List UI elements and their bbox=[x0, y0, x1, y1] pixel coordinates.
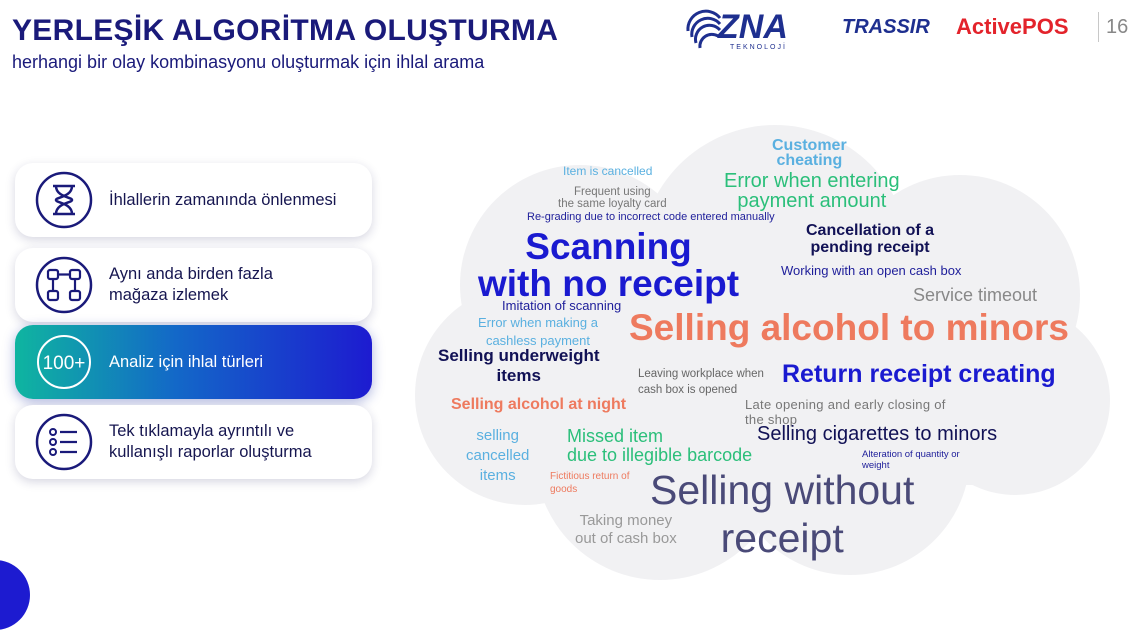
cloud-word: Scanning with no receipt bbox=[478, 226, 740, 304]
cloud-word: Missed item due to illegible barcode bbox=[567, 426, 753, 465]
cloud-word: Return receipt creating bbox=[782, 360, 1056, 388]
feature-label: İhlallerin zamanında önlenmesi bbox=[109, 190, 337, 209]
cloud-word: Alteration of quantity or weight bbox=[862, 449, 960, 471]
cloud-word: Error when making a cashless payment bbox=[478, 315, 598, 348]
cloud-word: Cancellation of a pending receipt bbox=[806, 222, 935, 256]
cloud-word: Taking money out of cash box bbox=[575, 512, 677, 547]
cloud-word: Fictitious return of goods bbox=[550, 471, 630, 495]
cloud-word: Error when entering payment amount bbox=[724, 170, 900, 212]
cloud-word: Item is cancelled bbox=[563, 164, 653, 178]
cloud-word: Selling alcohol to minors bbox=[629, 307, 1069, 348]
network-icon bbox=[35, 256, 93, 314]
100-plus-icon: 100+ bbox=[35, 333, 93, 391]
cloud-word: Re-grading due to incorrect code entered… bbox=[527, 211, 775, 223]
cloud-word: Selling without receipt bbox=[650, 467, 915, 561]
cloud-word: Customer cheating bbox=[772, 137, 847, 169]
cloud-word: Selling cigarettes to minors bbox=[757, 423, 998, 445]
feature-card-prevention: İhlallerin zamanında önlenmesi bbox=[15, 163, 372, 237]
zna-logo-icon bbox=[686, 9, 722, 49]
feature-card-multi-store: Aynı anda birden fazla mağaza izlemek bbox=[15, 248, 372, 322]
cloud-word: Service timeout bbox=[913, 285, 1038, 305]
corner-decoration bbox=[0, 560, 30, 630]
cloud-word: Working with an open cash box bbox=[781, 263, 962, 278]
cloud-word: Selling underweight items bbox=[438, 346, 600, 385]
page-subtitle: herhangi bir olay kombinasyonu oluşturma… bbox=[12, 52, 485, 72]
feature-label: Aynı anda birden fazla mağaza izlemek bbox=[109, 265, 273, 304]
feature-label: Tek tıklamayla ayrıntılı ve kullanışlı r… bbox=[109, 422, 312, 461]
page-number: 16 bbox=[1106, 16, 1128, 38]
cloud-word: Selling alcohol at night bbox=[451, 396, 627, 413]
cloud-word: Leaving workplace when cash box is opene… bbox=[638, 368, 764, 396]
checklist-icon bbox=[35, 413, 93, 471]
feature-card-violation-types[interactable]: 100+ Analiz için ihlal türleri bbox=[15, 325, 372, 399]
trassir-logo: TRASSIR bbox=[842, 16, 930, 38]
cloud-word: selling cancelled items bbox=[466, 427, 530, 484]
feature-card-reports: Tek tıklamayla ayrıntılı ve kullanışlı r… bbox=[15, 405, 372, 479]
hourglass-icon bbox=[35, 171, 93, 229]
zna-logo-text: ZNA bbox=[718, 8, 788, 46]
page-title: YERLEŞİK ALGORİTMA OLUŞTURMA bbox=[12, 14, 559, 47]
zna-logo-subtext: TEKNOLOJİ bbox=[730, 44, 787, 51]
cloud-word: Frequent using the same loyalty card bbox=[558, 186, 667, 210]
cloud-background bbox=[415, 125, 1110, 580]
feature-label: Analiz için ihlal türleri bbox=[109, 352, 264, 371]
activepos-logo: ActivePOS bbox=[956, 14, 1069, 39]
header-divider bbox=[1098, 12, 1099, 42]
100-plus-badge-text: 100+ bbox=[43, 353, 86, 374]
cloud-word: Late opening and early closing of the sh… bbox=[745, 397, 946, 427]
cloud-word: Imitation of scanning bbox=[502, 298, 622, 313]
